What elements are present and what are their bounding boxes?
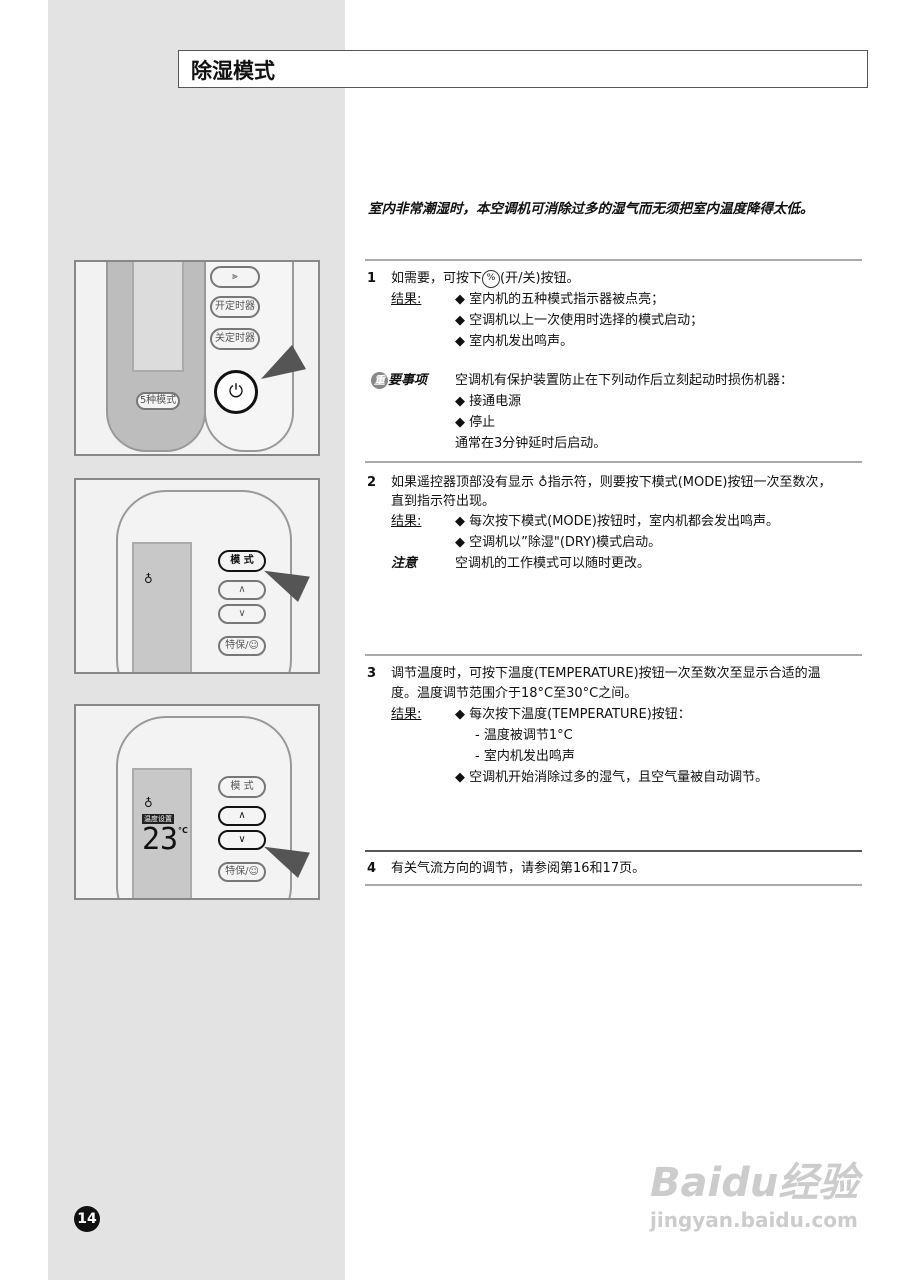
result-label: 结果: <box>391 292 422 307</box>
page-title: 除湿模式 <box>178 50 868 88</box>
off-timer-button: 关定时器 <box>210 328 260 350</box>
intro-text: 室内非常潮湿时，本空调机可消除过多的湿气而无须把室内温度降得太低。 <box>368 201 814 217</box>
remote-lcd: ♁ <box>132 542 192 672</box>
watermark-url: jingyan.baidu.com <box>650 1208 858 1232</box>
result-item: ◆ 每次按下模式(MODE)按钮时，室内机都会发出鸣声。 <box>455 514 779 529</box>
step-text: (开/关)按钮。 <box>500 271 580 286</box>
step-text: 直到指示符出现。 <box>391 494 496 509</box>
step-number: 2 <box>367 475 377 490</box>
step-2: 2 如果遥控器顶部没有显示 ♁指示符，则要按下模式(MODE)按钮一次至数次， … <box>367 472 867 592</box>
step-1: 1 如需要，可按下%(开/关)按钮。 结果: ◆ 室内机的五种模式指示器被点亮；… <box>367 268 867 458</box>
lcd-unit: °C <box>178 826 188 835</box>
step-text: 指示符，则要按下模式(MODE)按钮一次至数次， <box>547 475 832 490</box>
swing-button: ⫸ <box>210 266 260 288</box>
result-item: ◆ 空调机开始消除过多的湿气，且空气量被自动调节。 <box>455 770 769 785</box>
page-number: 14 <box>74 1206 100 1232</box>
step-text: 如果遥控器顶部没有显示 <box>391 475 535 490</box>
divider <box>365 850 862 852</box>
step-text: 如需要，可按下 <box>391 271 483 286</box>
divider <box>365 884 862 886</box>
step-3: 3 调节温度时，可按下温度(TEMPERATURE)按钮一次至数次至显示合适的温… <box>367 663 867 793</box>
mode-button: 模 式 <box>218 550 266 572</box>
step-number: 3 <box>367 666 377 681</box>
step-text: 度。温度调节范围介于18°C至30°C之间。 <box>391 686 638 701</box>
temp-up-button: ∧ <box>218 806 266 826</box>
important-badge-icon: 重 <box>371 372 388 389</box>
on-timer-button: 开定时器 <box>210 296 260 318</box>
divider <box>365 461 862 463</box>
result-label: 结果: <box>391 707 422 722</box>
special-button: 特保/☺ <box>218 636 266 656</box>
divider <box>365 259 862 261</box>
remote-right-body <box>204 262 294 452</box>
dry-mode-icon: ♁ <box>538 475 548 490</box>
dry-mode-icon: ♁ <box>144 796 153 810</box>
remote-figure-power: 5种模式 ⫸ 开定时器 关定时器 ⏻ <box>74 260 320 456</box>
note-label: 注意 <box>391 556 418 571</box>
five-mode-button: 5种模式 <box>136 392 180 410</box>
important-text: 空调机有保护装置防止在下列动作后立刻起动时损伤机器： <box>455 373 794 388</box>
result-item: ◆ 空调机以”除湿"(DRY)模式启动。 <box>455 535 662 550</box>
divider <box>365 654 862 656</box>
watermark-logo: Baidu经验 <box>650 1160 859 1206</box>
result-item: ◆ 室内机的五种模式指示器被点亮； <box>455 292 665 307</box>
mode-button: 模 式 <box>218 776 266 798</box>
important-label: 重要事项 <box>371 370 427 391</box>
step-number: 1 <box>367 271 377 286</box>
lcd-temp-label: 温度设置 <box>142 814 174 824</box>
result-item: ◆ 每次按下温度(TEMPERATURE)按钮： <box>455 707 691 722</box>
power-button-icon: % <box>482 269 501 288</box>
power-icon: ⏻ <box>214 370 258 414</box>
lcd-temperature: 23 <box>142 822 179 857</box>
important-after: 通常在3分钟延时后启动。 <box>455 436 607 451</box>
remote-lcd: ♁ 温度设置 23 °C <box>132 768 192 898</box>
result-item: ◆ 室内机发出鸣声。 <box>455 334 574 349</box>
temp-down-button: ∨ <box>218 830 266 850</box>
remote-lcd <box>132 262 184 372</box>
remote-figure-mode: ♁ 模 式 ∧ ∨ 特保/☺ <box>74 478 320 674</box>
remote-figure-temperature: ♁ 温度设置 23 °C 模 式 ∧ ∨ 特保/☺ <box>74 704 320 900</box>
result-subitem: - 温度被调节1°C <box>475 728 573 743</box>
step-number: 4 <box>367 861 377 876</box>
important-item: ◆ 停止 <box>455 415 496 430</box>
temp-down-button: ∨ <box>218 604 266 624</box>
special-button: 特保/☺ <box>218 862 266 882</box>
dry-mode-icon: ♁ <box>144 572 153 586</box>
step-text: 有关气流方向的调节，请参阅第16和17页。 <box>391 861 646 876</box>
result-label: 结果: <box>391 514 422 529</box>
result-subitem: - 室内机发出鸣声 <box>475 749 575 764</box>
note-text: 空调机的工作模式可以随时更改。 <box>455 556 651 571</box>
temp-up-button: ∧ <box>218 580 266 600</box>
important-item: ◆ 接通电源 <box>455 394 522 409</box>
step-text: 调节温度时，可按下温度(TEMPERATURE)按钮一次至数次至显示合适的温 <box>391 666 821 681</box>
result-item: ◆ 空调机以上一次使用时选择的模式启动； <box>455 313 704 328</box>
